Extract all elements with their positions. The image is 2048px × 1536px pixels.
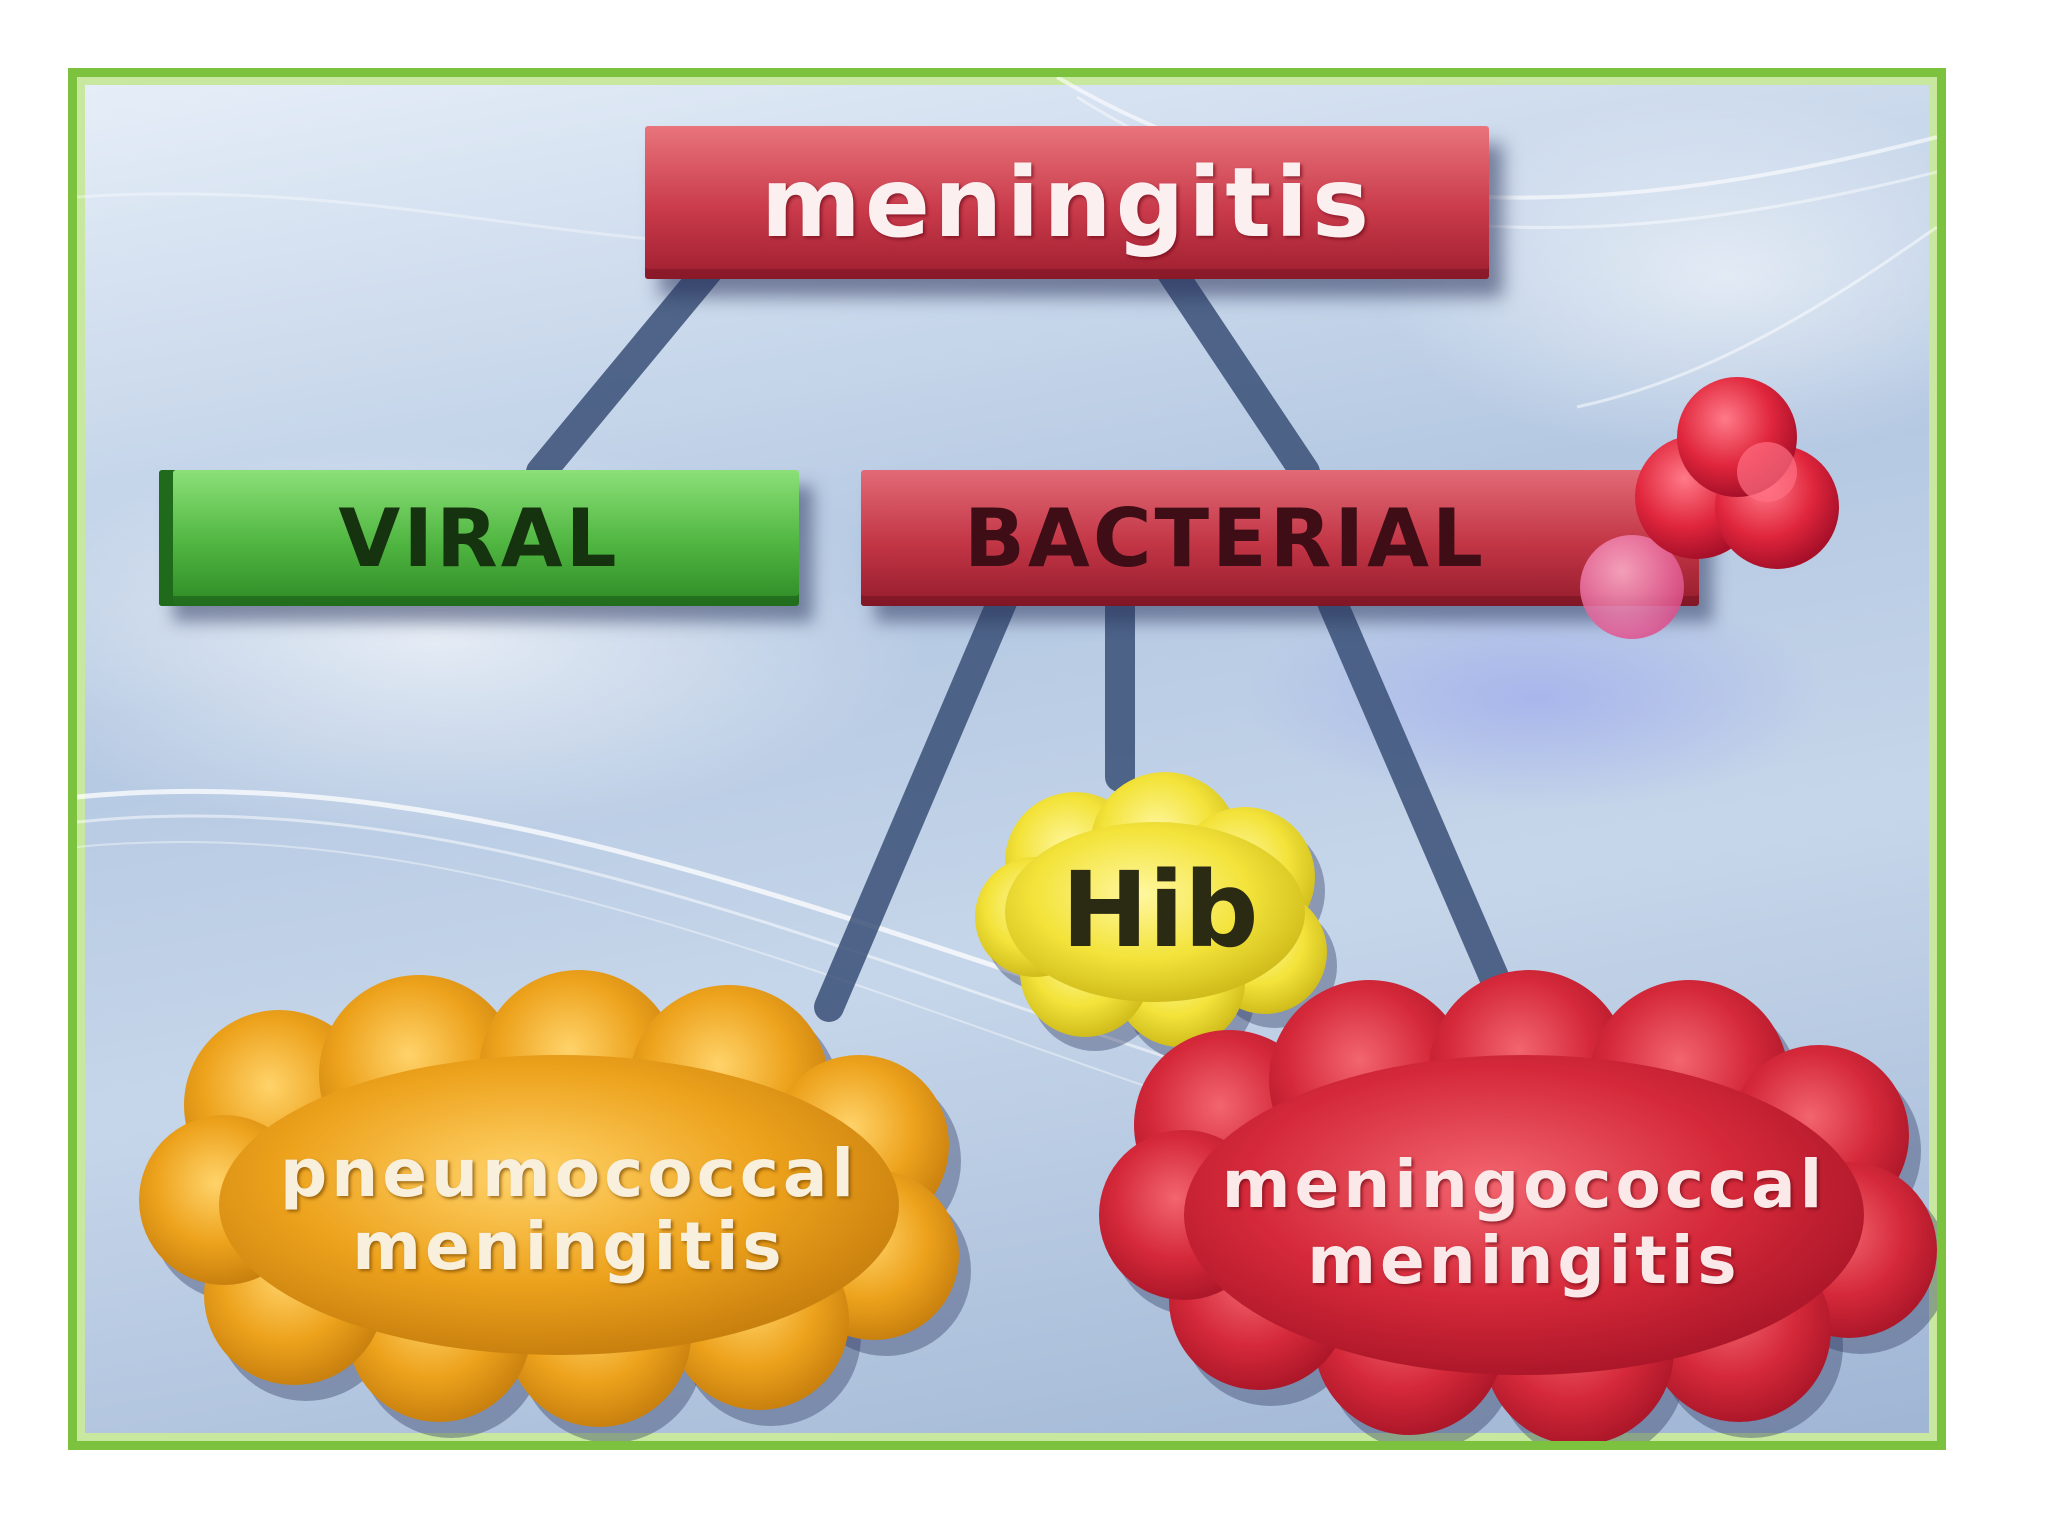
meningitis-node: meningitis: [645, 126, 1489, 279]
meningitis-diagram: meningitis VIRAL BACTERIAL: [68, 68, 1946, 1450]
bacterial-node: BACTERIAL: [861, 470, 1699, 606]
hib-node: Hib: [965, 767, 1355, 1061]
meningitis-label: meningitis: [760, 146, 1374, 259]
edge-bacterial-pneumococcal: [814, 587, 1017, 1022]
bacterial-label: BACTERIAL: [963, 491, 1487, 585]
meningococcal-meningitis-node: meningococcal meningitis: [1089, 970, 1937, 1441]
edge-bacterial-meningococcal: [1317, 587, 1522, 1022]
edge-root-viral: [526, 247, 730, 487]
bacteria-cells-icon: [1580, 377, 1839, 639]
connectors: [526, 247, 1522, 1022]
meningococcal-meningitis-label: meningococcal meningitis: [1221, 1145, 1827, 1299]
viral-label: VIRAL: [338, 491, 620, 585]
hib-label: Hib: [1061, 848, 1259, 971]
edge-root-bacterial: [1150, 247, 1320, 487]
viral-node: VIRAL: [159, 470, 799, 606]
pneumococcal-meningitis-node: pneumococcal meningitis: [129, 970, 1009, 1441]
pneumococcal-meningitis-label: pneumococcal meningitis: [280, 1135, 858, 1285]
